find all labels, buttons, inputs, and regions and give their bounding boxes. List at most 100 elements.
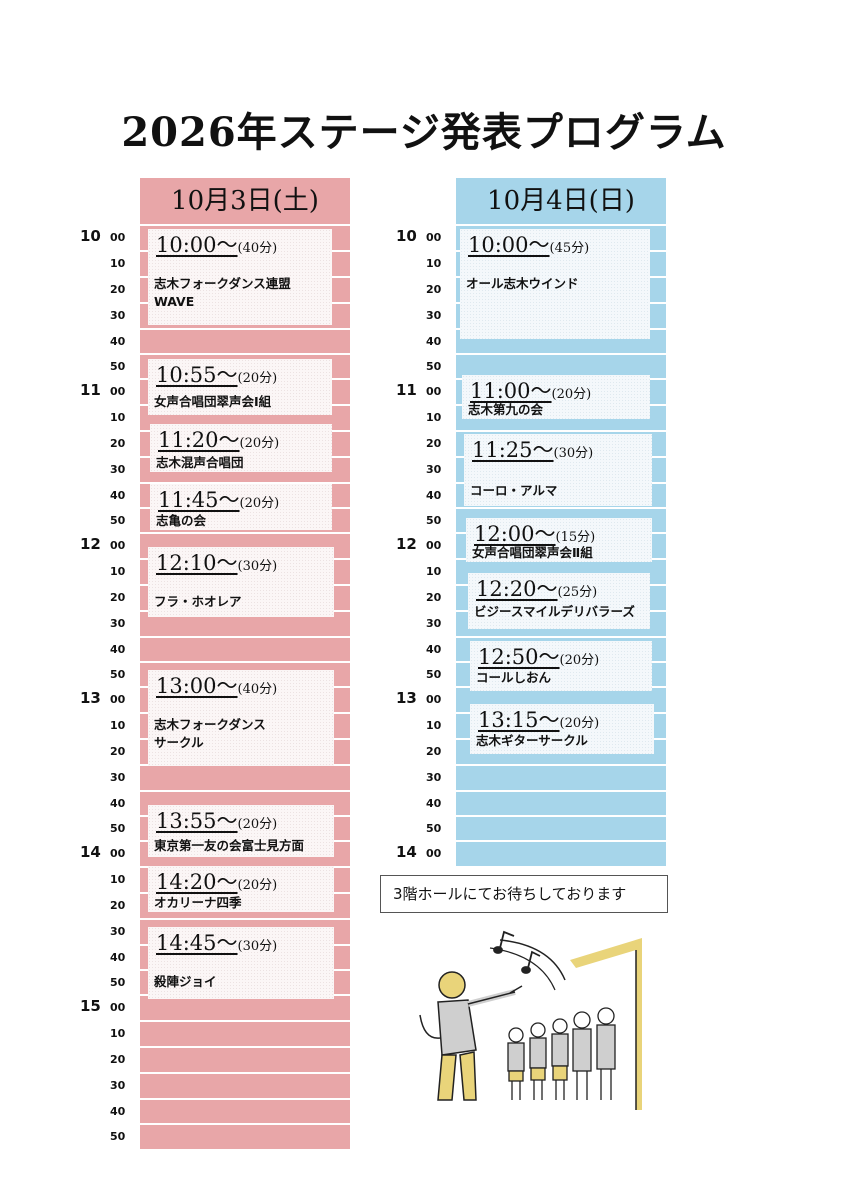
- day2-minute-label: 00: [426, 231, 442, 244]
- day2-event-card: 12:20〜(25分)ビジースマイルデリバラーズ: [468, 573, 650, 629]
- day1-hour-label: 14: [80, 843, 101, 861]
- event-duration: (15分): [555, 530, 596, 545]
- event-time: 14:45〜(30分): [156, 927, 277, 957]
- event-start-time: 13:00〜: [156, 674, 238, 698]
- day2-minute-label: 50: [426, 513, 442, 527]
- conductor-figure: [419, 971, 523, 1101]
- day1-event-card: 12:10〜(30分)フラ・ホオレア: [148, 547, 334, 617]
- event-duration: (40分): [237, 241, 278, 256]
- event-duration: (20分): [239, 436, 280, 451]
- day2-minute-label: 00: [426, 385, 442, 398]
- day1-event-card: 14:20〜(20分)オカリーナ四季: [148, 866, 334, 912]
- day1-minute-label: 00: [110, 847, 126, 860]
- day1-slot-separator: [140, 352, 350, 355]
- day2-slot-separator: [456, 763, 666, 766]
- day1-event-card: 11:45〜(20分)志亀の会: [150, 484, 332, 530]
- event-time: 14:20〜(20分): [156, 866, 277, 896]
- day2-slot-separator: [456, 790, 666, 792]
- event-time: 11:45〜(20分): [158, 484, 279, 514]
- day1-event-card: 10:55〜(20分)女声合唱団翠声会Ⅰ組: [148, 359, 332, 415]
- performer-name-line1: 殺陣ジョイ: [154, 974, 217, 989]
- day1-minute-label: 20: [110, 745, 126, 758]
- day1-hour-label: 11: [80, 381, 101, 399]
- event-duration: (30分): [553, 446, 594, 461]
- event-start-time: 12:10〜: [156, 551, 238, 575]
- venue-notice: 3階ホールにてお待ちしております: [380, 875, 668, 913]
- day1-minute-label: 30: [110, 770, 126, 784]
- event-duration: (20分): [237, 371, 278, 386]
- day1-event-card: 14:45〜(30分) 殺陣ジョイ: [148, 927, 334, 999]
- page-title: 2026年ステージ発表プログラム: [121, 109, 727, 156]
- day2-minute-label: 10: [426, 256, 442, 270]
- event-performer: オカリーナ四季: [154, 894, 242, 912]
- event-performer: フラ・ホオレア: [154, 593, 242, 611]
- day1-hour-label: 12: [80, 535, 101, 553]
- day2-hour-label: 14: [396, 843, 417, 861]
- day1-hour-label: 15: [80, 997, 101, 1015]
- event-start-time: 11:45〜: [158, 488, 240, 512]
- event-performer: 志木フォークダンスサークル: [154, 716, 266, 752]
- event-start-time: 12:20〜: [476, 577, 558, 601]
- day2-slot-separator: [456, 352, 666, 355]
- day1-minute-label: 40: [110, 335, 126, 348]
- day2-event-card: 11:25〜(30分) コーロ・アルマ: [464, 434, 652, 506]
- event-start-time: 14:20〜: [156, 870, 238, 894]
- day2-event-card: 10:00〜(45分)オール志木ウインド: [460, 229, 650, 339]
- performer-name-line1: 志木ギターサークル: [476, 733, 588, 748]
- event-performer: 東京第一友の会富士見方面: [154, 837, 304, 855]
- day1-event-card: 13:55〜(20分)東京第一友の会富士見方面: [148, 805, 334, 857]
- day2-minute-label: 30: [426, 616, 442, 630]
- day1-minute-label: 50: [110, 821, 126, 835]
- day1-minute-label: 50: [110, 667, 126, 681]
- day1-minute-label: 40: [110, 489, 126, 502]
- day1-hour-label: 13: [80, 689, 101, 707]
- day2-minute-label: 40: [426, 335, 442, 348]
- day2-minute-label: 50: [426, 667, 442, 681]
- day1-minute-label: 40: [110, 1105, 126, 1118]
- day1-minute-label: 20: [110, 899, 126, 912]
- event-time: 10:55〜(20分): [156, 359, 277, 389]
- event-time: 12:00〜(15分): [474, 518, 595, 548]
- day1-minute-label: 00: [110, 385, 126, 398]
- day2-minute-label: 10: [426, 718, 442, 732]
- event-performer: コーロ・アルマ: [470, 482, 557, 500]
- day2-minute-label: 20: [426, 745, 442, 758]
- event-performer: 志木ギターサークル: [476, 732, 588, 750]
- event-performer: 殺陣ジョイ: [154, 973, 217, 991]
- day1-minute-label: 30: [110, 462, 126, 476]
- day2-slot-separator: [456, 814, 666, 817]
- event-start-time: 10:00〜: [468, 233, 550, 257]
- event-time: 10:00〜(45分): [468, 229, 589, 259]
- day2-slot-separator: [456, 840, 666, 842]
- event-time: 10:00〜(40分): [156, 229, 277, 259]
- event-start-time: 13:15〜: [478, 708, 560, 732]
- day2-minute-label: 00: [426, 693, 442, 706]
- day2-event-card: 12:50〜(20分)コールしおん: [470, 641, 652, 691]
- day2-slot-separator: [456, 506, 666, 509]
- performer-name-line2: サークル: [154, 735, 204, 750]
- day1-minute-label: 40: [110, 951, 126, 964]
- event-duration: (30分): [237, 939, 278, 954]
- day1-minute-label: 30: [110, 308, 126, 322]
- day1-slot-separator: [140, 328, 350, 330]
- day2-minute-label: 00: [426, 847, 442, 860]
- day1-slot-separator: [140, 482, 350, 484]
- performer-name-line1: 志亀の会: [156, 513, 207, 528]
- event-duration: (20分): [559, 716, 600, 731]
- day1-minute-label: 10: [110, 1026, 126, 1040]
- choir-figures: [507, 1007, 616, 1100]
- day1-slot-separator: [140, 532, 350, 534]
- day1-hour-label: 10: [80, 227, 101, 245]
- event-time: 11:25〜(30分): [472, 434, 593, 464]
- event-start-time: 10:55〜: [156, 363, 238, 387]
- performer-name-line1: 女声合唱団翠声会Ⅱ組: [472, 545, 593, 560]
- event-time: 13:15〜(20分): [478, 704, 599, 734]
- day1-minute-label: 50: [110, 359, 126, 373]
- event-performer: コールしおん: [476, 669, 551, 687]
- event-start-time: 13:55〜: [156, 809, 238, 833]
- day1-slot-separator: [140, 1122, 350, 1125]
- day2-minute-label: 20: [426, 283, 442, 296]
- day1-minute-label: 20: [110, 283, 126, 296]
